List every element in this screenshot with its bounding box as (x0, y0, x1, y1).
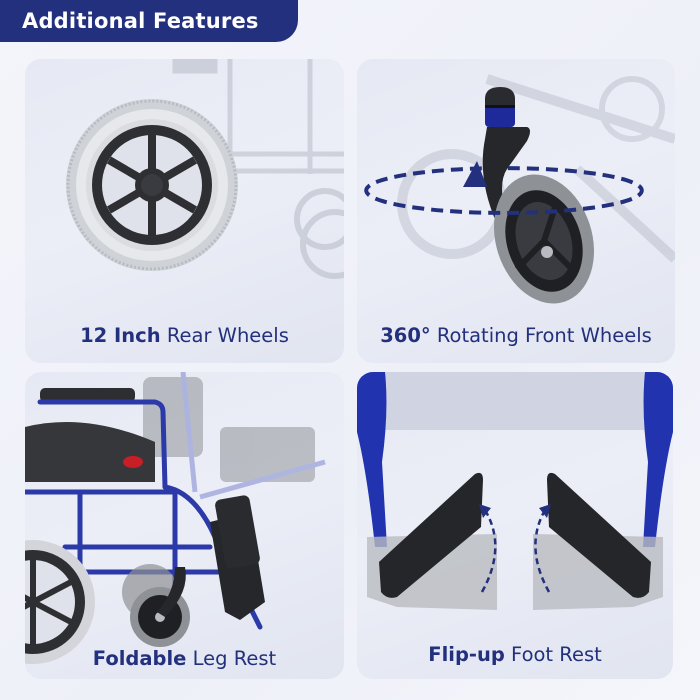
feature-caption: 12 Inch Rear Wheels (25, 324, 344, 347)
feature-caption: Foldable Leg Rest (25, 647, 344, 670)
flip-arrow-icon (479, 504, 491, 518)
flip-arrow-icon (539, 504, 551, 518)
caption-text: Rotating Front Wheels (430, 324, 652, 347)
flip-up-foot-rest-illustration (357, 372, 673, 610)
caption-highlight: Foldable (92, 647, 187, 670)
header-banner: Additional Features (0, 0, 298, 42)
wheelchair-leg-rest-illustration (25, 372, 326, 664)
caption-text: Leg Rest (186, 647, 277, 670)
feature-card-leg-rest: Foldable Leg Rest (25, 372, 344, 679)
caption-highlight: Flip-up (428, 643, 505, 666)
feature-caption: 360° Rotating Front Wheels (357, 324, 675, 347)
caption-highlight: 360° (380, 324, 431, 347)
feature-card-rear-wheels: 12 Inch Rear Wheels (25, 59, 344, 363)
rear-wheel-illustration (66, 59, 344, 279)
caster-wheel-illustration (364, 74, 675, 304)
rear-wheel-icon (66, 99, 238, 271)
rotate-arrow-icon (463, 161, 487, 187)
caption-text: Foot Rest (504, 643, 602, 666)
feature-card-front-wheels: 360° Rotating Front Wheels (357, 59, 675, 363)
page-title: Additional Features (22, 9, 259, 33)
feature-caption: Flip-up Foot Rest (357, 643, 673, 666)
caption-highlight: 12 Inch (80, 324, 161, 347)
feature-card-foot-rest: Flip-up Foot Rest (357, 372, 673, 679)
caption-text: Rear Wheels (160, 324, 289, 347)
